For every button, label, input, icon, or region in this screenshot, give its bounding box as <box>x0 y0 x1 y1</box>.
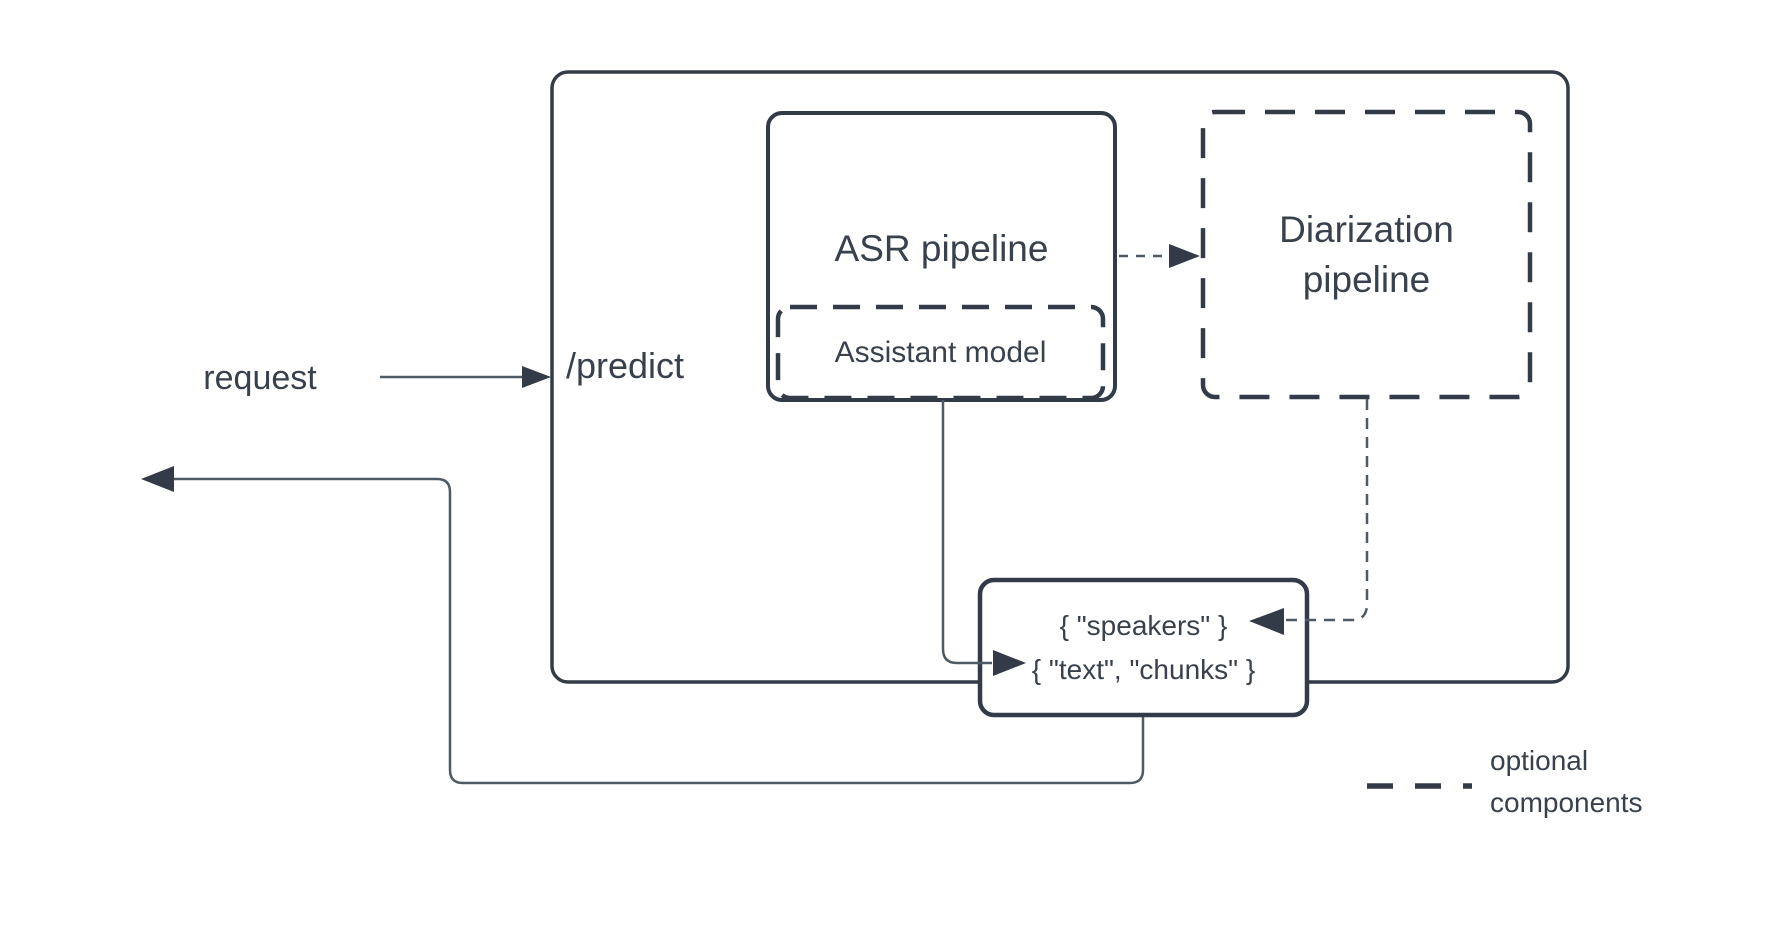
return-arrow <box>141 466 1145 785</box>
response-speakers-label: { "speakers" } <box>1059 609 1228 641</box>
response-outline <box>977 577 1310 718</box>
diarization-pipeline-outline <box>1200 109 1533 400</box>
response-node: { "speakers" } { "text", "chunks" } <box>980 580 1307 715</box>
diarization-to-response-arrow <box>1249 399 1369 635</box>
request-arrow <box>380 366 551 388</box>
predict-endpoint-label: /predict <box>566 345 685 386</box>
asr-to-diarization-arrow <box>1119 244 1200 268</box>
response-text-chunks-label: { "text", "chunks" } <box>1031 653 1256 685</box>
assistant-to-response-arrow <box>941 400 1026 676</box>
request-node-label: request <box>203 359 317 397</box>
legend-label: optional components <box>1490 745 1643 818</box>
diarization-pipeline-label: Diarization pipeline <box>1279 208 1454 300</box>
assistant-model-outline <box>775 304 1106 401</box>
assistant-model-label: Assistant model <box>834 335 1047 369</box>
asr-pipeline-label: ASR pipeline <box>834 228 1049 269</box>
